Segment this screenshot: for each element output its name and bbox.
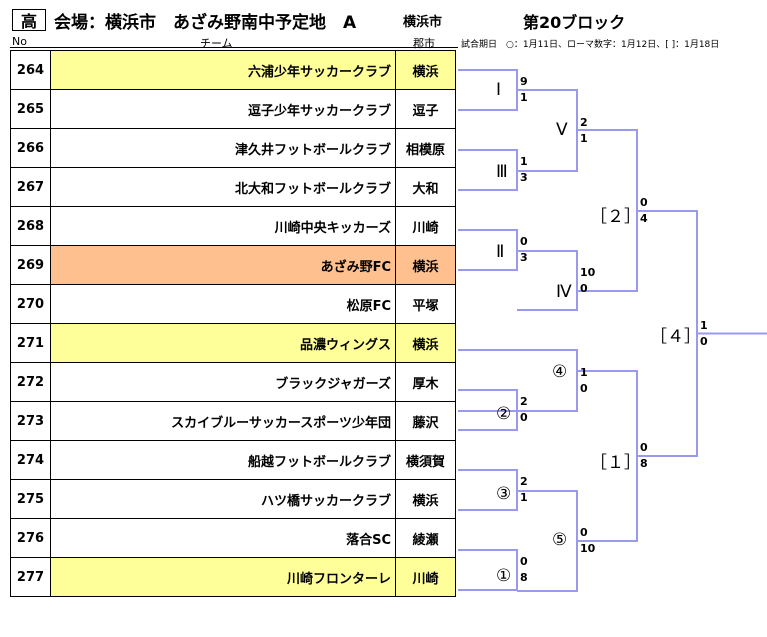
team-name: 川崎中央キッカーズ	[50, 206, 396, 246]
score-bottom: 0	[700, 334, 708, 348]
score-top: 0	[520, 235, 528, 248]
score-top: 1	[580, 365, 588, 379]
team-name: 船越フットボールクラブ	[50, 440, 396, 480]
team-city: 横浜	[395, 50, 456, 90]
match-label: ③	[496, 484, 512, 504]
score-top: 0	[520, 555, 528, 568]
match-label: ［４］	[650, 327, 701, 347]
score-top: 0	[580, 526, 588, 539]
venue-title: 会場：横浜市 あざみ野南中予定地 A	[54, 13, 357, 33]
team-name: スカイブルーサッカースポーツ少年団	[50, 401, 396, 441]
match-label: Ⅱ	[496, 242, 505, 262]
team-number: 269	[10, 245, 51, 285]
bracket-II	[458, 229, 518, 271]
team-name: 川崎フロンターレ	[50, 557, 396, 597]
team-number: 275	[10, 479, 51, 519]
header-divider	[10, 47, 458, 48]
team-name: 逗子少年サッカークラブ	[50, 89, 396, 129]
match-label: ［１］	[590, 453, 641, 473]
bracket-b4	[637, 210, 767, 457]
score-bottom: 0	[580, 381, 588, 395]
score-top: 0	[640, 195, 648, 209]
bracket-III	[458, 149, 518, 191]
score-bottom: 1	[520, 491, 528, 504]
score-top: 1	[700, 318, 708, 332]
score-top: 10	[580, 265, 596, 279]
team-city: 厚木	[395, 362, 456, 402]
score-bottom: 8	[640, 457, 648, 470]
team-number: 265	[10, 89, 51, 129]
team-name: 津久井フットボールクラブ	[50, 128, 396, 168]
team-city: 横浜	[395, 479, 456, 519]
match-label: ①	[496, 566, 512, 586]
team-city: 平塚	[395, 284, 456, 324]
score-bottom: 1	[520, 91, 528, 104]
score-top: 2	[520, 475, 528, 488]
match-label: ⑤	[552, 530, 568, 550]
team-number: 277	[10, 557, 51, 597]
category-label: 高	[20, 12, 37, 31]
bracket-I	[458, 69, 518, 111]
bracket-c2	[458, 389, 518, 431]
match-label: Ⅰ	[496, 80, 502, 100]
bracket-IV	[517, 250, 578, 311]
team-city: 大和	[395, 167, 456, 207]
score-top: 2	[520, 395, 528, 408]
score-bottom: 10	[580, 542, 596, 555]
match-label: Ⅴ	[556, 120, 568, 140]
match-date-note: 試合期日 ○：1月11日、ローマ数字：1月12日、[ ]：1月18日	[461, 40, 720, 50]
team-number: 264	[10, 50, 51, 90]
score-bottom: 3	[520, 171, 528, 184]
block-title: 第20ブロック	[523, 13, 626, 32]
score-top: 0	[640, 441, 648, 454]
team-city: 相模原	[395, 128, 456, 168]
score-bottom: 8	[520, 571, 528, 584]
team-city: 川崎	[395, 557, 456, 597]
score-top: 2	[580, 115, 588, 129]
header-city: 横浜市	[403, 15, 443, 30]
team-name: 落合SC	[50, 518, 396, 558]
team-number: 273	[10, 401, 51, 441]
team-number: 268	[10, 206, 51, 246]
team-name: ハツ橋サッカークラブ	[50, 479, 396, 519]
team-city: 藤沢	[395, 401, 456, 441]
bracket-c1	[458, 549, 518, 591]
score-bottom: 3	[520, 251, 528, 264]
match-label: ④	[552, 362, 568, 382]
match-label: Ⅳ	[556, 282, 572, 302]
match-label: ②	[496, 404, 512, 424]
team-name: 六浦少年サッカークラブ	[50, 50, 396, 90]
category-box: 高	[12, 9, 46, 31]
team-city: 横浜	[395, 323, 456, 363]
score-bottom: 0	[520, 411, 528, 424]
column-header-team: チーム	[200, 37, 233, 50]
team-name: ブラックジャガーズ	[50, 362, 396, 402]
team-name: 北大和フットボールクラブ	[50, 167, 396, 207]
match-label: Ⅲ	[496, 162, 508, 182]
score-bottom: 1	[580, 131, 588, 145]
match-label: ［２］	[590, 207, 641, 227]
score-top: 1	[520, 155, 528, 168]
team-city: 横浜	[395, 245, 456, 285]
team-number: 276	[10, 518, 51, 558]
team-number: 274	[10, 440, 51, 480]
column-header-city: 郡市	[413, 37, 435, 50]
team-number: 272	[10, 362, 51, 402]
column-header-no: No	[12, 35, 27, 48]
score-bottom: 0	[580, 281, 588, 295]
score-bottom: 4	[640, 211, 648, 225]
score-top: 9	[520, 75, 528, 88]
